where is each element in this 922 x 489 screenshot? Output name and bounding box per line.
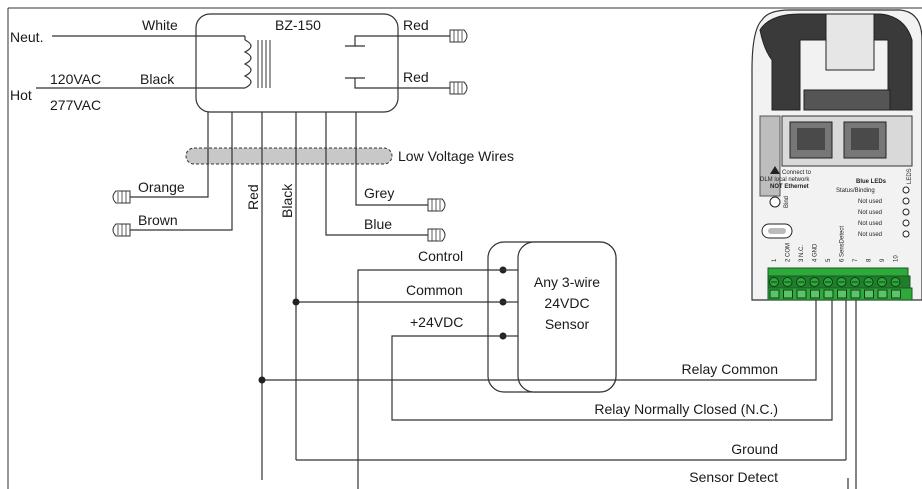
orange-wire	[130, 112, 209, 198]
terminal-wire-entry	[891, 289, 901, 299]
white-wire-label: White	[142, 17, 178, 33]
led-icon	[902, 208, 910, 216]
blue-label: Blue	[364, 216, 392, 232]
terminal-pin-label: 8	[867, 258, 873, 262]
sensor-line-1: Any 3-wire	[534, 274, 600, 290]
terminal-block-top	[767, 267, 909, 277]
terminal-wire-entry	[783, 289, 793, 299]
relay-model-label: BZ-150	[275, 17, 321, 33]
wire-nut-icon	[449, 81, 468, 95]
sensor-line-3: Sensor	[545, 316, 590, 332]
wire-nut-icon	[112, 223, 131, 237]
svg-text:Status/Binding: Status/Binding	[836, 188, 875, 194]
control-label: Control	[418, 248, 463, 264]
red-out-1-label: Red	[403, 17, 429, 33]
wire-nut-icon	[449, 29, 468, 43]
brown-wire	[130, 112, 233, 231]
terminal-pin-label: 2 COM	[786, 243, 792, 262]
svg-text:Not used: Not used	[858, 210, 882, 216]
relay-coil	[243, 39, 252, 89]
led-icon	[902, 197, 910, 205]
svg-text:Not used: Not used	[858, 221, 882, 227]
svg-text:LEDS: LEDS	[907, 168, 913, 184]
brown-label: Brown	[138, 212, 178, 228]
neutral-label: Neut.	[10, 29, 43, 45]
sensor-line-2: 24VDC	[544, 295, 589, 311]
terminal-wire-entry	[769, 289, 780, 299]
junction-dot	[292, 298, 300, 306]
wire-nut-icon	[427, 228, 446, 242]
red-wire-label: Red	[245, 184, 261, 210]
svg-text:DLM local network: DLM local network	[760, 177, 810, 183]
svg-text:Not used: Not used	[858, 232, 882, 238]
led-icon	[902, 230, 910, 238]
voltage-120-label: 120VAC	[50, 71, 101, 87]
svg-text:Blue LEDs: Blue LEDs	[856, 179, 887, 185]
svg-text:Not used: Not used	[858, 199, 882, 205]
terminal-wire-entry	[837, 289, 847, 299]
terminal-wire-entry	[796, 289, 807, 299]
terminal-wire-entry	[864, 289, 874, 299]
terminal-pin-label: 10	[894, 255, 900, 262]
ground-label: Ground	[731, 441, 778, 457]
common-label: Common	[406, 282, 463, 298]
svg-text:Bind: Bind	[784, 196, 790, 208]
terminal-wire-entry	[850, 289, 861, 299]
terminal-wire-entry	[877, 289, 888, 299]
terminal-pin-label: 1	[772, 258, 778, 262]
low-voltage-label: Low Voltage Wires	[398, 148, 514, 164]
terminal-pin-label: 7	[853, 258, 859, 262]
bind-button-icon	[769, 196, 781, 208]
relay-bz150: BZ-150	[195, 13, 399, 113]
black-in-label: Black	[140, 71, 175, 87]
warning-icon	[770, 166, 780, 174]
control-module: Connect to DLM local network NOT Etherne…	[751, 9, 922, 301]
terminal-wire-entry	[810, 289, 820, 299]
grey-label: Grey	[364, 185, 394, 201]
terminal-pin-label: 6 SensDetect	[840, 226, 846, 262]
voltage-277-label: 277VAC	[50, 97, 101, 113]
terminal-pin-label: 5	[826, 258, 832, 262]
relay-contact-1	[345, 35, 398, 47]
svg-text:NOT Ethernet: NOT Ethernet	[770, 184, 809, 190]
grey-wire	[355, 112, 428, 206]
hot-label: Hot	[10, 87, 32, 103]
wire-nut-icon	[112, 190, 131, 204]
led-icon	[902, 219, 910, 227]
wire-nut-icon	[427, 198, 446, 212]
orange-label: Orange	[138, 179, 185, 195]
terminal-pin-label: 4 GND	[813, 243, 819, 262]
control-wire	[357, 269, 503, 489]
red-out-2-label: Red	[403, 69, 429, 85]
plus24-nc-wire	[391, 285, 833, 421]
relay-common-label: Relay Common	[682, 361, 778, 377]
terminal-pin-label: 3 N.C.	[799, 245, 805, 262]
sensor-block: Any 3-wire 24VDC Sensor	[487, 241, 617, 393]
svg-text:Connect to: Connect to	[782, 170, 812, 176]
terminal-pin-label: 9	[880, 258, 886, 262]
blue-wire	[325, 112, 428, 236]
black-wire-label: Black	[279, 183, 295, 218]
low-voltage-band	[185, 147, 393, 165]
plus24-label: +24VDC	[410, 314, 463, 330]
relay-nc-label: Relay Normally Closed (N.C.)	[594, 401, 778, 417]
junction-dot	[258, 376, 266, 384]
terminal-wire-entry	[823, 289, 834, 299]
led-icon	[902, 186, 910, 194]
sensor-detect-label: Sensor Detect	[689, 469, 778, 485]
relay-contact-2	[345, 77, 398, 89]
relay-common-wire	[262, 285, 817, 381]
